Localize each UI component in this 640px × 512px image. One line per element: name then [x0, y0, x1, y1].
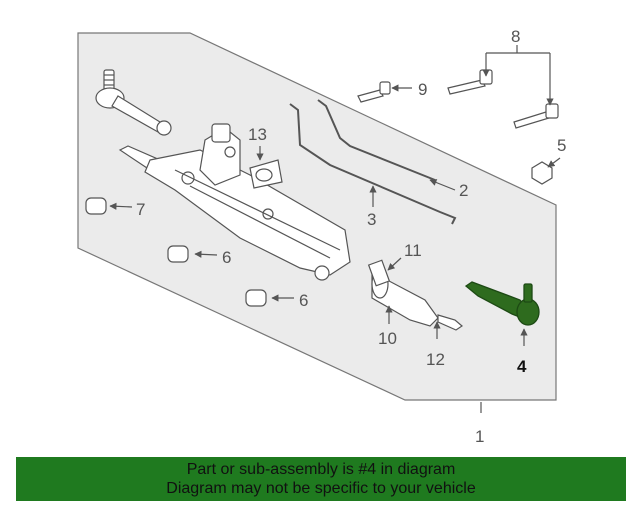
callout-6b: 6	[299, 291, 308, 310]
callout-13: 13	[248, 125, 267, 144]
clamp	[367, 259, 391, 287]
banner-line-1: Part or sub-assembly is #4 in diagram	[186, 461, 456, 478]
callout-10: 10	[378, 329, 397, 348]
callout-12: 12	[426, 350, 445, 369]
callout-5: 5	[557, 136, 566, 155]
callout-2: 2	[459, 181, 468, 200]
steering-rack-housing	[118, 123, 351, 281]
banner-line-2: Diagram may not be specific to your vehi…	[166, 480, 476, 497]
callout-11: 11	[404, 241, 422, 260]
hydraulic-lines	[289, 99, 457, 225]
leader-lines	[109, 45, 561, 413]
highlighted-tie-rod-end[interactable]	[464, 281, 540, 326]
left-tie-rod-end	[95, 69, 172, 136]
nut	[531, 161, 553, 185]
info-banner: Part or sub-assembly is #4 in diagram Di…	[16, 457, 626, 501]
bushings	[85, 197, 267, 307]
callout-8: 8	[511, 27, 520, 46]
callout-1: 1	[475, 427, 484, 446]
mount-bracket	[249, 159, 283, 189]
callout-7: 7	[136, 200, 145, 219]
callout-3: 3	[367, 210, 376, 229]
bolts	[357, 69, 559, 129]
callout-6a: 6	[222, 248, 231, 267]
callout-9: 9	[418, 80, 427, 99]
callout-4: 4	[517, 357, 527, 376]
